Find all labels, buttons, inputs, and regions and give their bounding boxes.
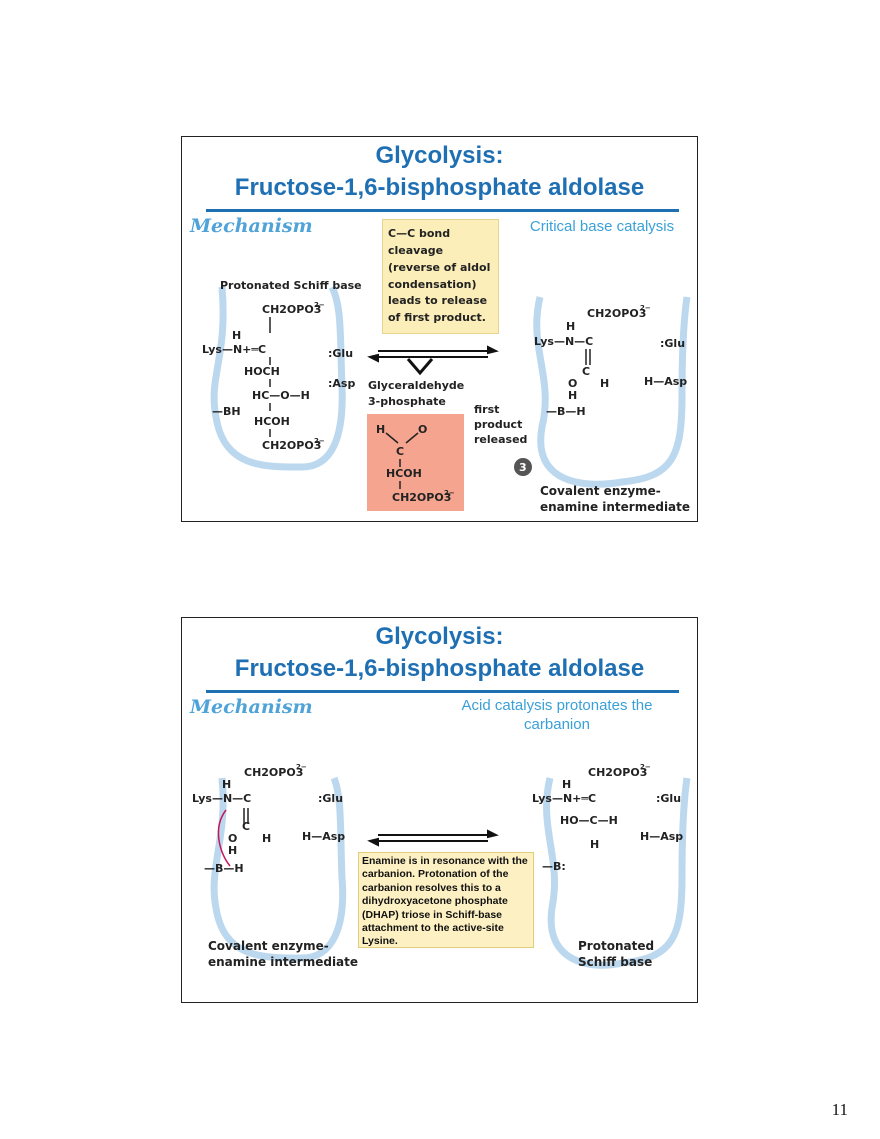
callout-line: (reverse of aldol bbox=[388, 261, 490, 274]
left-structure-label: Protonated Schiff base bbox=[220, 279, 362, 292]
base-b-colon: —B: bbox=[542, 860, 566, 873]
h-asp: H—Asp bbox=[640, 830, 683, 843]
charge: 2− bbox=[640, 304, 651, 312]
glu-residue: :Glu bbox=[660, 337, 685, 350]
carbon: C bbox=[242, 820, 250, 833]
ch2opo3-bottom: CH2OPO3 bbox=[262, 439, 321, 452]
ho-c-h: HO—C—H bbox=[560, 814, 618, 827]
glu-residue: :Glu bbox=[318, 792, 343, 805]
callout-line: condensation) bbox=[388, 278, 477, 291]
ch2opo3: CH2OPO3 bbox=[392, 491, 451, 504]
carbon: C bbox=[582, 365, 590, 378]
oxygen: O bbox=[228, 832, 237, 845]
left-structure-label: Covalent enzyme- bbox=[208, 939, 329, 953]
enzyme-pocket-right bbox=[533, 296, 691, 488]
slide-2-note: Acid catalysis protonates the carbanion bbox=[461, 697, 653, 733]
slide-2-title-line1: Glycolysis: bbox=[375, 623, 504, 650]
title-rule bbox=[206, 209, 679, 212]
slide-1-diagram: C—C bond cleavage (reverse of aldol cond… bbox=[202, 227, 691, 514]
right-structure-label: Covalent enzyme- bbox=[540, 484, 661, 498]
glu-residue: :Glu bbox=[656, 792, 681, 805]
charge: 2− bbox=[444, 489, 455, 497]
charge: 2− bbox=[296, 763, 307, 771]
hoch: HOCH bbox=[244, 365, 280, 378]
product-box bbox=[367, 414, 464, 511]
slide-1-title-line2: Fructose-1,6-bisphosphate aldolase bbox=[234, 174, 645, 201]
explanation-box: Enamine is in resonance with the carbani… bbox=[358, 852, 534, 948]
callout-line: leads to release bbox=[388, 294, 487, 307]
h-asp: H—Asp bbox=[302, 830, 345, 843]
enzyme-pocket-left bbox=[210, 285, 346, 471]
step-badge bbox=[514, 458, 532, 476]
callout-line: cleavage bbox=[388, 244, 443, 257]
right-structure-label: Schiff base bbox=[578, 955, 652, 969]
charge: 2− bbox=[314, 437, 325, 445]
step-number: 3 bbox=[519, 461, 527, 474]
reaction-arrow bbox=[367, 345, 499, 376]
title-rule bbox=[206, 690, 679, 693]
left-structure-label: enamine intermediate bbox=[208, 955, 358, 969]
h-atom: H bbox=[600, 377, 609, 390]
base-b-h: —B—H bbox=[204, 862, 244, 875]
carbon: C bbox=[396, 445, 404, 458]
slide-1-note: Critical base catalysis bbox=[529, 218, 675, 235]
ch2opo3-top: CH2OPO3 bbox=[262, 303, 321, 316]
hc-o-h: HC—O—H bbox=[252, 389, 310, 402]
electron-arrow bbox=[217, 809, 231, 867]
right-structure-label: Protonated bbox=[578, 939, 654, 953]
ch2opo3-top: CH2OPO3 bbox=[588, 766, 647, 779]
callout-box bbox=[382, 219, 499, 334]
mechanism-heading: Mechanism bbox=[190, 696, 313, 718]
h-atom: H bbox=[562, 778, 571, 791]
ch2opo3-top: CH2OPO3 bbox=[244, 766, 303, 779]
product-name: Glyceraldehyde bbox=[368, 379, 464, 392]
reaction-arrow bbox=[367, 829, 499, 847]
base-b-h: —B—H bbox=[546, 405, 586, 418]
mechanism-heading: Mechanism bbox=[190, 215, 313, 237]
charge: 2− bbox=[640, 763, 651, 771]
released-label: product bbox=[474, 418, 522, 431]
slide-1-title-line1: Glycolysis: bbox=[375, 142, 504, 169]
hcoh: HCOH bbox=[254, 415, 290, 428]
right-structure-label: enamine intermediate bbox=[540, 500, 690, 514]
lys-n-plus: Lys—N+═C bbox=[202, 343, 266, 356]
slide-2-title-line2: Fructose-1,6-bisphosphate aldolase bbox=[234, 655, 645, 682]
slide-2-diagram: CH2OPO3 2− H Lys—N—C C O H H —B—H :Glu H… bbox=[192, 763, 691, 969]
h-atom: H bbox=[222, 778, 231, 791]
h-atom: H bbox=[228, 844, 237, 857]
base-bh: —BH bbox=[212, 405, 241, 418]
released-label: first bbox=[474, 403, 499, 416]
product-name: 3-phosphate bbox=[368, 395, 446, 408]
enzyme-pocket-left bbox=[210, 776, 347, 962]
glu-residue: :Glu bbox=[328, 347, 353, 360]
h-atom: H bbox=[262, 832, 271, 845]
slide-1: Glycolysis: Fructose-1,6-bisphosphate al… bbox=[181, 136, 698, 522]
h-atom: H bbox=[568, 389, 577, 402]
oxygen: O bbox=[568, 377, 577, 390]
slide-2: Glycolysis: Fructose-1,6-bisphosphate al… bbox=[181, 617, 698, 1003]
enzyme-pocket-right bbox=[543, 777, 691, 969]
h-atom: H bbox=[590, 838, 599, 851]
h-asp: H—Asp bbox=[644, 375, 687, 388]
callout-line: C—C bond bbox=[388, 227, 450, 240]
lys-n: Lys—N—C bbox=[192, 792, 251, 805]
ch2opo3-top: CH2OPO3 bbox=[587, 307, 646, 320]
callout-line: of first product. bbox=[388, 311, 486, 324]
oxygen: O bbox=[418, 423, 427, 436]
lys-n-plus: Lys—N+═C bbox=[532, 792, 596, 805]
h-atom: H bbox=[566, 320, 575, 333]
h-atom: H bbox=[376, 423, 385, 436]
page-number: 11 bbox=[831, 1100, 848, 1119]
released-label: released bbox=[474, 433, 527, 446]
h-atom: H bbox=[232, 329, 241, 342]
asp-residue: :Asp bbox=[328, 377, 355, 390]
hcoh: HCOH bbox=[386, 467, 422, 480]
charge: 2− bbox=[314, 301, 325, 309]
lys-n: Lys—N—C bbox=[534, 335, 593, 348]
